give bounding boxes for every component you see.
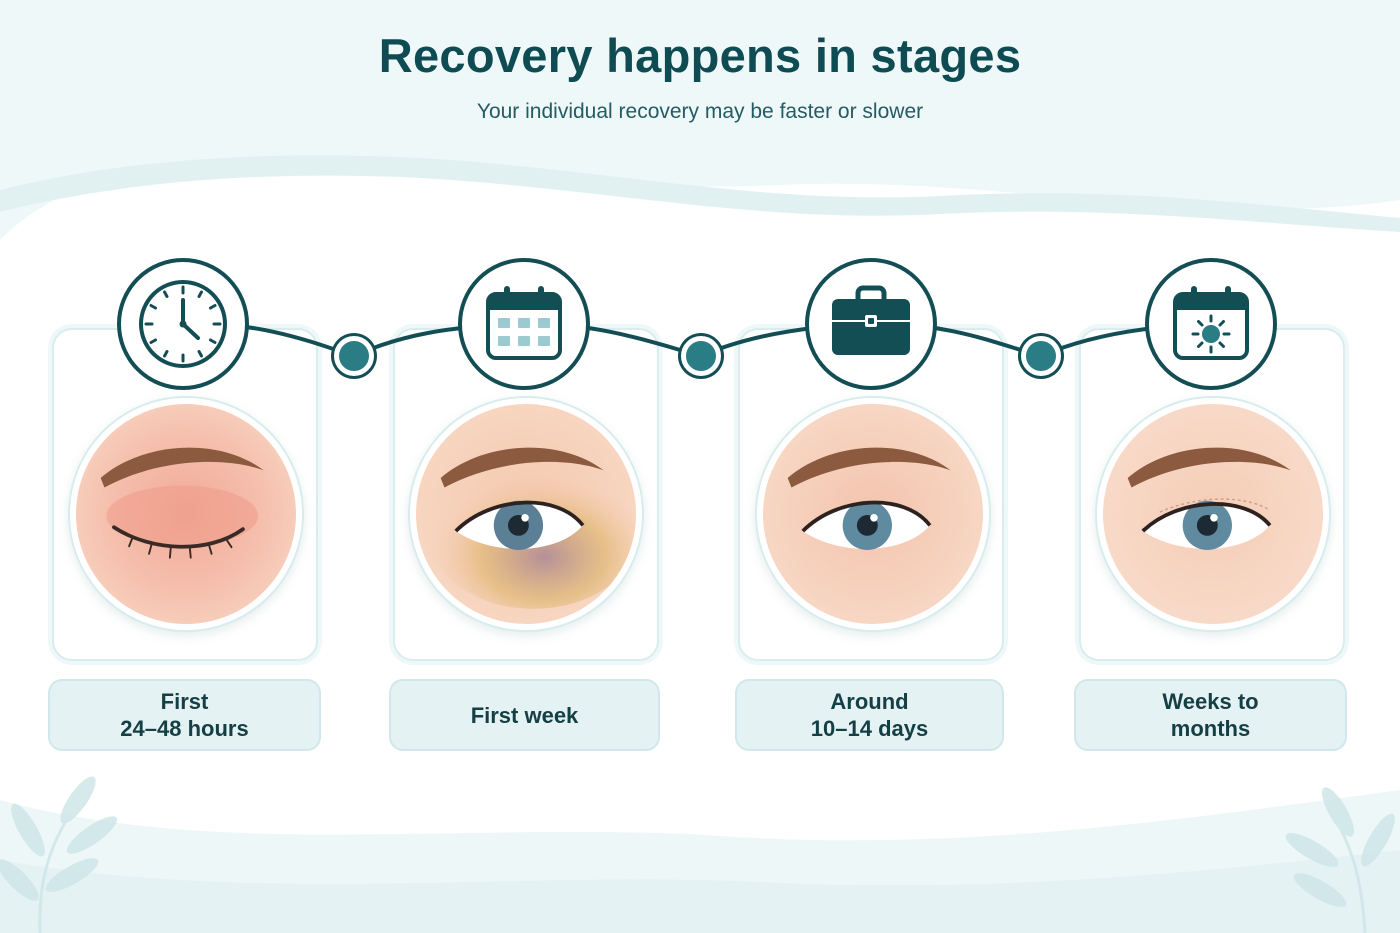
eye-illustration-healed	[1097, 398, 1329, 630]
stage-icon-2	[458, 258, 590, 390]
timeline-dot-2	[681, 336, 721, 376]
calendar-sun-icon	[1173, 286, 1249, 360]
eye-illustration-bruised	[410, 398, 642, 630]
stage-icon-1	[117, 258, 249, 390]
page-subtitle: Your individual recovery may be faster o…	[476, 100, 924, 123]
timeline-dot-3	[1021, 336, 1061, 376]
stage-label-1: First 24–48 hours	[48, 679, 321, 751]
leaf-decoration-right	[1285, 787, 1395, 933]
page-title: Recovery happens in stages	[378, 29, 1022, 82]
briefcase-icon	[832, 285, 910, 355]
leaf-decoration-left	[0, 776, 118, 933]
clock-icon	[139, 280, 227, 368]
stage-label-3: Around 10–14 days	[735, 679, 1004, 751]
stage-label-2: First week	[389, 679, 660, 751]
timeline-dot-1	[334, 336, 374, 376]
eye-illustration-swollen	[70, 398, 302, 630]
calendar-icon	[486, 286, 562, 360]
stage-icon-4	[1145, 258, 1277, 390]
stage-label-4: Weeks to months	[1074, 679, 1347, 751]
eye-illustration-healing	[757, 398, 989, 630]
stage-icon-3	[805, 258, 937, 390]
